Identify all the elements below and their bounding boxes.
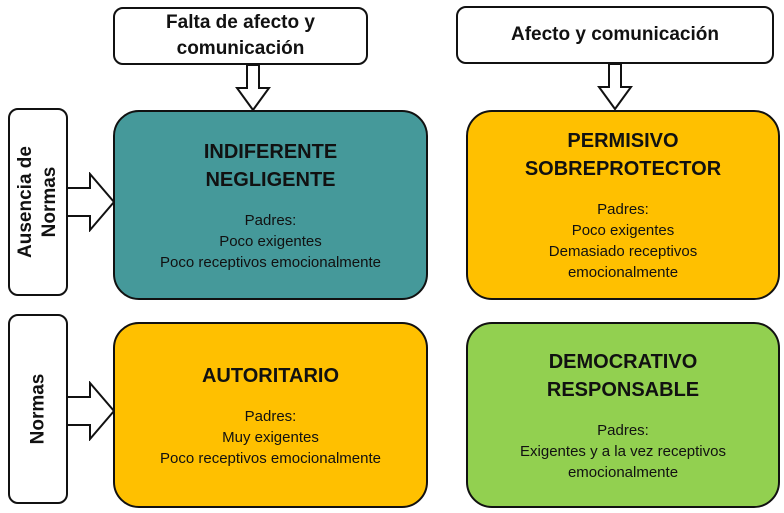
card-title-line1: DEMOCRATIVO <box>548 350 698 373</box>
card-line: Poco exigentes <box>219 232 322 250</box>
card-line: Padres: <box>597 201 649 218</box>
card-title-line2: NEGLIGENTE <box>205 168 336 191</box>
card-permisivo-sobreprotector: PERMISIVO SOBREPROTECTOR Padres: Poco ex… <box>466 110 780 300</box>
column-header-line1: Falta de afecto y <box>166 12 315 33</box>
card-title-line2: RESPONSABLE <box>546 378 700 401</box>
card-democrativo-responsable: DEMOCRATIVO RESPONSABLE Padres: Exigente… <box>466 322 780 508</box>
row-label-ausencia-normas: Ausencia de Normas <box>8 108 68 296</box>
card-title-line1: AUTORITARIO <box>201 364 340 387</box>
column-header-falta-afecto: Falta de afecto y comunicación <box>113 7 368 65</box>
card-line: emocionalmente <box>567 463 679 481</box>
card-autoritario: AUTORITARIO Padres: Muy exigentes Poco r… <box>113 322 428 508</box>
column-header-line2: comunicación <box>176 38 305 59</box>
right-arrow-icon <box>66 172 116 232</box>
card-line: Padres: <box>244 211 297 229</box>
down-arrow-icon <box>235 64 271 112</box>
card-title-line1: PERMISIVO <box>567 130 679 152</box>
row-label-line2: Normas <box>39 166 60 238</box>
card-line: Padres: <box>244 407 297 425</box>
card-indiferente-negligente: INDIFERENTE NEGLIGENTE Padres: Poco exig… <box>113 110 428 300</box>
row-label-line1: Ausencia de <box>15 146 36 258</box>
column-header-label: Afecto y comunicación <box>511 24 719 45</box>
card-line: Poco receptivos emocionalmente <box>160 253 381 271</box>
card-line: Poco exigentes <box>571 222 675 239</box>
card-line: emocionalmente <box>567 264 679 281</box>
card-line: Muy exigentes <box>222 428 319 446</box>
card-title-line1: INDIFERENTE <box>203 140 338 163</box>
card-title-line2: SOBREPROTECTOR <box>524 158 722 180</box>
column-header-afecto: Afecto y comunicación <box>456 6 774 64</box>
card-line: Demasiado receptivos <box>548 243 698 260</box>
row-label-text: Normas <box>27 373 48 445</box>
row-label-normas: Normas <box>8 314 68 504</box>
right-arrow-icon <box>66 381 116 441</box>
down-arrow-icon <box>597 63 633 111</box>
card-line: Poco receptivos emocionalmente <box>160 449 381 467</box>
card-line: Padres: <box>597 421 649 439</box>
card-line: Exigentes y a la vez receptivos <box>520 442 726 460</box>
